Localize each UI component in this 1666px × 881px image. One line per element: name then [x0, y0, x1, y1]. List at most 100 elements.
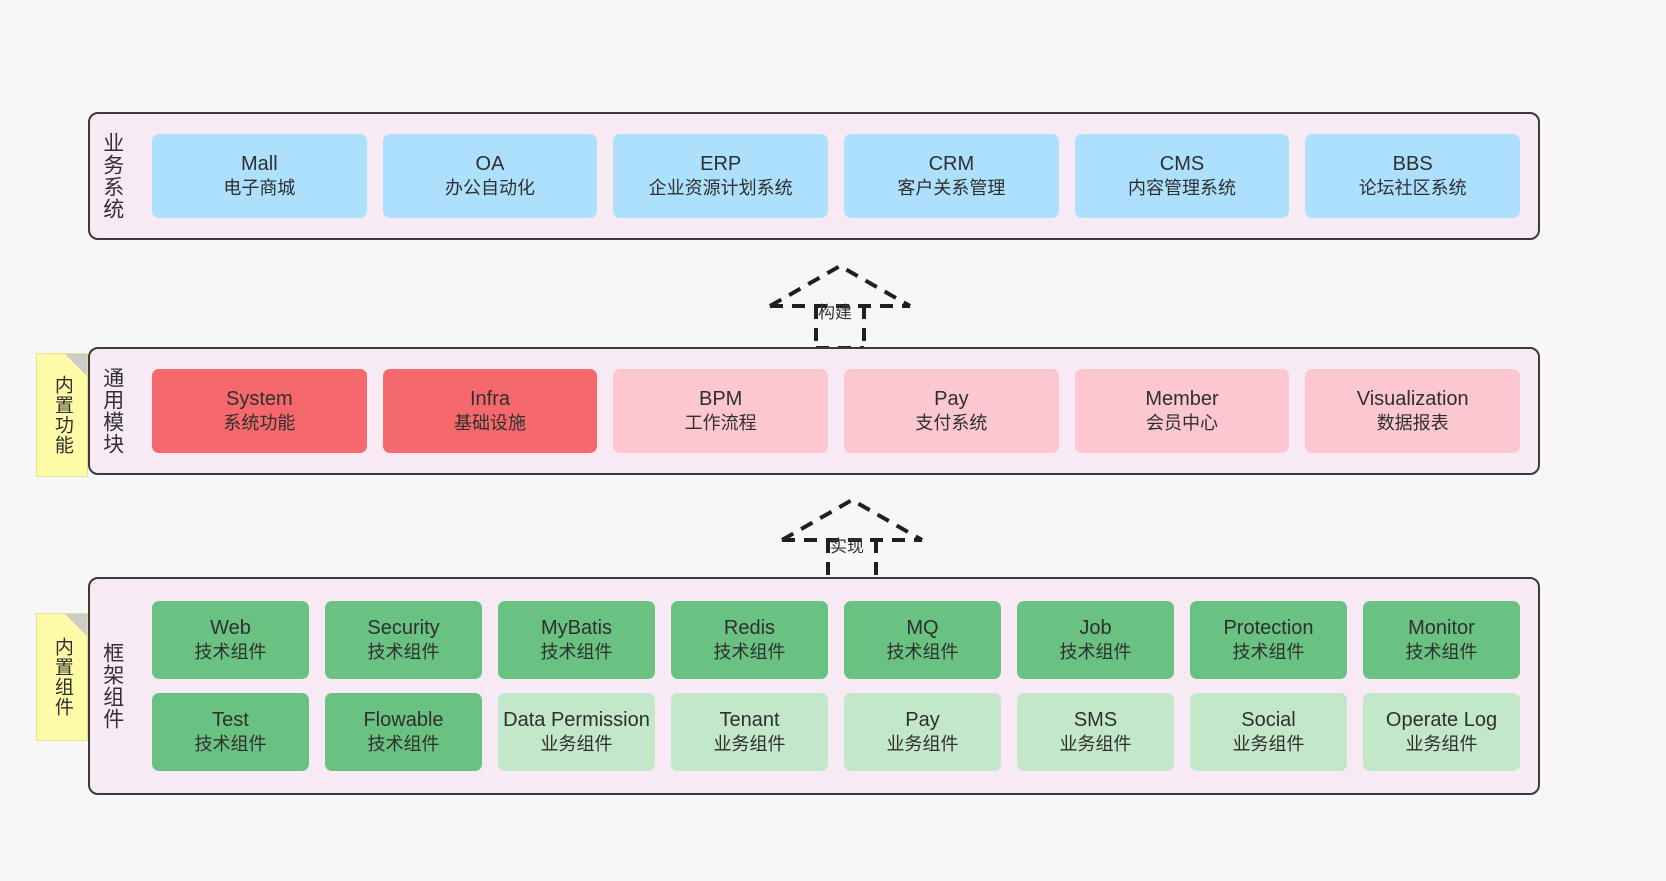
card-title-cn: 数据报表: [1376, 413, 1449, 434]
card-erp[interactable]: ERP 企业资源计划系统: [613, 134, 829, 218]
card-title-en: System: [225, 387, 293, 410]
card-title-cn: 客户关系管理: [897, 178, 1006, 199]
card-title-cn: 电子商城: [223, 178, 296, 199]
layer-title-framework-component: 框架组件: [100, 642, 124, 730]
card-title-en: Pay: [934, 387, 969, 410]
card-title-cn: 基础设施: [454, 413, 526, 434]
card-title-cn: 工作流程: [684, 413, 757, 434]
card-title-cn: 业务组件: [1405, 734, 1478, 755]
card-title-en: Mall: [241, 152, 278, 175]
card-flowable[interactable]: Flowable 技术组件: [325, 693, 482, 771]
card-mybatis[interactable]: MyBatis 技术组件: [498, 601, 655, 679]
card-title-en: CRM: [928, 152, 975, 175]
layer-body-framework-component: Web 技术组件 Security 技术组件 MyBatis 技术组件 Redi…: [134, 579, 1538, 793]
card-monitor[interactable]: Monitor 技术组件: [1363, 601, 1520, 679]
card-data-permission[interactable]: Data Permission 业务组件: [498, 693, 655, 771]
card-title-cn: 业务组件: [886, 734, 959, 755]
card-title-en: Redis: [723, 616, 776, 639]
card-title-cn: 企业资源计划系统: [648, 178, 793, 199]
card-member[interactable]: Member 会员中心: [1074, 369, 1290, 453]
card-title-cn: 系统功能: [223, 413, 296, 434]
layer-business-system: 业务系统 Mall 电子商城 OA 办公自动化 ERP 企业资源计划系统 CRM…: [88, 112, 1540, 240]
card-mq[interactable]: MQ 技术组件: [844, 601, 1001, 679]
card-web[interactable]: Web 技术组件: [152, 601, 309, 679]
card-title-cn: 技术组件: [1232, 642, 1305, 663]
card-oa[interactable]: OA 办公自动化: [382, 134, 598, 218]
card-title-en: Job: [1079, 616, 1112, 639]
card-title-cn: 支付系统: [915, 413, 988, 434]
card-title-cn: 论坛社区系统: [1358, 178, 1467, 199]
card-title-cn: 内容管理系统: [1128, 178, 1237, 199]
framework-row-business: Test 技术组件 Flowable 技术组件 Data Permission …: [152, 693, 1520, 771]
note-fold-corner-icon: [65, 354, 87, 376]
note-builtin-component: 内置组件: [36, 613, 88, 741]
card-title-en: Data Permission: [503, 708, 650, 731]
note-fold-corner-icon: [65, 614, 87, 636]
card-title-en: BPM: [699, 387, 743, 410]
layer-title-business-system: 业务系统: [100, 132, 124, 220]
card-title-cn: 技术组件: [194, 734, 267, 755]
card-bbs[interactable]: BBS 论坛社区系统: [1305, 134, 1521, 218]
card-protection[interactable]: Protection 技术组件: [1190, 601, 1347, 679]
card-tenant[interactable]: Tenant 业务组件: [671, 693, 828, 771]
card-title-cn: 技术组件: [1405, 642, 1478, 663]
card-title-en: Infra: [469, 387, 511, 410]
card-title-cn: 业务组件: [540, 734, 613, 755]
card-title-cn: 技术组件: [540, 642, 613, 663]
card-title-en: Member: [1145, 387, 1219, 410]
card-title-en: Tenant: [719, 708, 780, 731]
card-title-cn: 技术组件: [886, 642, 959, 663]
card-title-cn: 业务组件: [1059, 734, 1132, 755]
layer-title-common-module: 通用模块: [100, 367, 124, 455]
note-label: 内置功能: [51, 375, 73, 455]
card-pay-module[interactable]: Pay 支付系统: [844, 369, 1059, 453]
card-title-en: Operate Log: [1385, 708, 1498, 731]
card-title-en: SMS: [1073, 708, 1118, 731]
layer-body-business-system: Mall 电子商城 OA 办公自动化 ERP 企业资源计划系统 CRM 客户关系…: [134, 114, 1538, 238]
card-social[interactable]: Social 业务组件: [1190, 693, 1347, 771]
card-title-cn: 业务组件: [1232, 734, 1305, 755]
card-title-cn: 技术组件: [367, 734, 440, 755]
framework-row-technical: Web 技术组件 Security 技术组件 MyBatis 技术组件 Redi…: [152, 601, 1520, 679]
card-test[interactable]: Test 技术组件: [152, 693, 309, 771]
connector-implement: 实现: [762, 492, 942, 584]
card-cms[interactable]: CMS 内容管理系统: [1074, 134, 1290, 218]
card-title-cn: 技术组件: [194, 642, 267, 663]
card-bpm[interactable]: BPM 工作流程: [613, 369, 829, 453]
card-visualization[interactable]: Visualization 数据报表: [1305, 369, 1521, 453]
card-security[interactable]: Security 技术组件: [325, 601, 482, 679]
card-title-en: Pay: [905, 708, 940, 731]
card-job[interactable]: Job 技术组件: [1017, 601, 1174, 679]
connector-label-build: 构建: [818, 303, 852, 322]
card-title-en: CMS: [1159, 152, 1205, 175]
card-title-en: Security: [367, 616, 440, 639]
note-label: 内置组件: [51, 637, 73, 717]
card-title-cn: 技术组件: [367, 642, 440, 663]
card-title-cn: 办公自动化: [445, 178, 535, 199]
card-title-en: MyBatis: [540, 616, 613, 639]
card-crm[interactable]: CRM 客户关系管理: [844, 134, 1059, 218]
connector-build: 构建: [750, 258, 930, 350]
card-title-en: BBS: [1392, 152, 1433, 175]
card-pay-component[interactable]: Pay 业务组件: [844, 693, 1001, 771]
card-title-en: MQ: [906, 616, 939, 639]
card-title-en: Web: [210, 616, 251, 639]
card-title-cn: 会员中心: [1146, 413, 1219, 434]
card-sms[interactable]: SMS 业务组件: [1017, 693, 1174, 771]
card-system[interactable]: System 系统功能: [152, 369, 367, 453]
layer-framework-component: 框架组件 Web 技术组件 Security 技术组件 MyBatis 技术组件…: [88, 577, 1540, 795]
note-builtin-function: 内置功能: [36, 353, 88, 477]
card-redis[interactable]: Redis 技术组件: [671, 601, 828, 679]
card-infra[interactable]: Infra 基础设施: [382, 369, 598, 453]
layer-body-common-module: System 系统功能 Infra 基础设施 BPM 工作流程 Pay 支付系统…: [134, 349, 1538, 473]
card-title-cn: 技术组件: [713, 642, 786, 663]
card-title-en: Flowable: [363, 708, 444, 731]
card-title-en: Test: [212, 708, 249, 731]
card-title-en: Social: [1241, 708, 1296, 731]
card-operate-log[interactable]: Operate Log 业务组件: [1363, 693, 1520, 771]
card-mall[interactable]: Mall 电子商城: [152, 134, 367, 218]
layer-common-module: 通用模块 System 系统功能 Infra 基础设施 BPM 工作流程 Pay…: [88, 347, 1540, 475]
card-title-en: ERP: [700, 152, 742, 175]
card-title-en: Visualization: [1356, 387, 1469, 410]
